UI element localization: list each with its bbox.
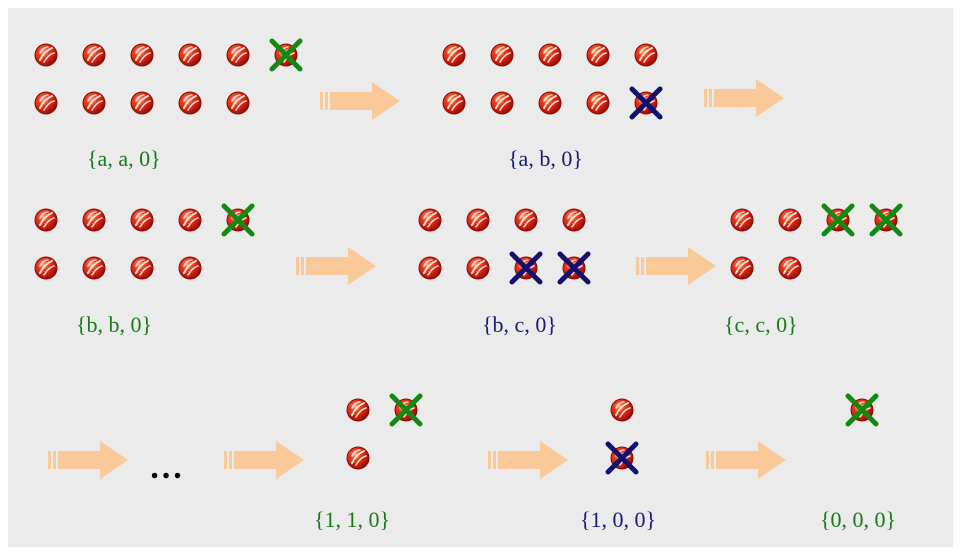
- ball-icon: [418, 256, 442, 280]
- ball-icon: [586, 91, 610, 115]
- ball-icon: [466, 208, 490, 232]
- arrow-icon: [636, 247, 716, 285]
- ball-icon: [34, 43, 58, 67]
- state-label: {b, c, 0}: [482, 312, 557, 337]
- ball-icon: [466, 256, 490, 280]
- arrow-icon: [48, 441, 128, 479]
- blue-x-mark-icon: [605, 441, 639, 475]
- ball-icon: [130, 208, 154, 232]
- ball-icon: [562, 208, 586, 232]
- green-x-mark-icon: [845, 393, 879, 427]
- ball-icon: [226, 91, 250, 115]
- state-label: {1, 1, 0}: [314, 507, 390, 532]
- ball-icon: [610, 398, 634, 422]
- blue-x-mark-icon: [557, 251, 591, 285]
- state-label: {1, 0, 0}: [580, 507, 656, 532]
- ball-icon: [82, 256, 106, 280]
- diagram-canvas: {a, a, 0} {a, b, 0} {b, b, 0} {b, c, 0} {c, …: [8, 8, 953, 547]
- ball-icon: [490, 91, 514, 115]
- blue-x-mark-icon: [629, 86, 663, 120]
- ball-icon: [130, 91, 154, 115]
- ball-icon: [34, 256, 58, 280]
- ball-icon: [730, 208, 754, 232]
- arrow-icon: [320, 82, 400, 120]
- ball-icon: [178, 256, 202, 280]
- ball-icon: [634, 43, 658, 67]
- ball-icon: [586, 43, 610, 67]
- ball-icon: [34, 91, 58, 115]
- ball-icon: [538, 91, 562, 115]
- ball-icon: [226, 43, 250, 67]
- ball-icon: [130, 43, 154, 67]
- ball-icon: [82, 208, 106, 232]
- arrow-icon: [224, 441, 304, 479]
- ball-icon: [538, 43, 562, 67]
- ball-icon: [442, 43, 466, 67]
- ball-icon: [442, 91, 466, 115]
- ball-icon: [778, 208, 802, 232]
- ball-icon: [514, 208, 538, 232]
- ball-icon: [82, 43, 106, 67]
- arrow-icon: [296, 247, 376, 285]
- arrow-icon: [488, 441, 568, 479]
- ball-icon: [178, 208, 202, 232]
- green-x-mark-icon: [389, 393, 423, 427]
- green-x-mark-icon: [821, 203, 855, 237]
- state-label: {a, a, 0}: [87, 146, 161, 171]
- green-x-mark-icon: [269, 38, 303, 72]
- state-label: {b, b, 0}: [76, 312, 152, 337]
- ball-icon: [730, 256, 754, 280]
- ball-icon: [178, 43, 202, 67]
- state-label: {0, 0, 0}: [820, 507, 896, 532]
- ball-icon: [34, 208, 58, 232]
- arrow-icon: [704, 79, 784, 117]
- state-label: {c, c, 0}: [724, 312, 798, 337]
- arrow-icon: [706, 441, 786, 479]
- ball-icon: [130, 256, 154, 280]
- ellipsis-text: …: [149, 449, 183, 486]
- green-x-mark-icon: [221, 203, 255, 237]
- ball-icon: [178, 91, 202, 115]
- blue-x-mark-icon: [509, 251, 543, 285]
- ball-icon: [490, 43, 514, 67]
- ball-icon: [346, 446, 370, 470]
- green-x-mark-icon: [869, 203, 903, 237]
- ball-icon: [778, 256, 802, 280]
- state-label: {a, b, 0}: [508, 146, 583, 171]
- ball-icon: [418, 208, 442, 232]
- state-transition-diagram: {a, a, 0} {a, b, 0} {b, b, 0} {b, c, 0} {c, …: [34, 38, 903, 532]
- ball-icon: [82, 91, 106, 115]
- ball-icon: [346, 398, 370, 422]
